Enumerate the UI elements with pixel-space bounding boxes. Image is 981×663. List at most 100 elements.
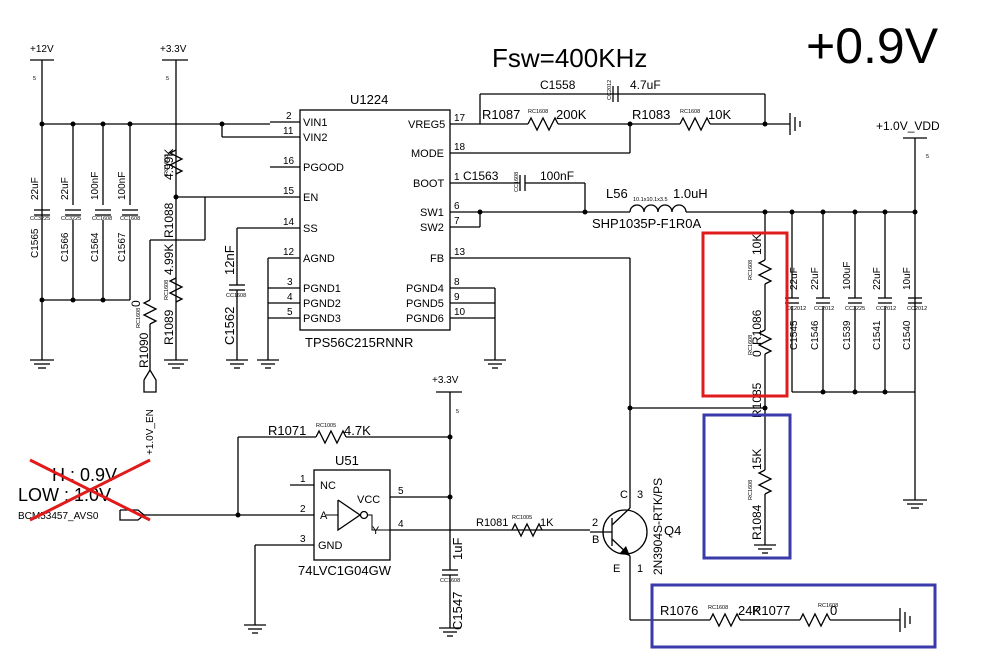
svg-text:RC1608: RC1608	[748, 335, 754, 355]
schematic-title: +0.9V	[806, 18, 939, 74]
svg-text:4.7K: 4.7K	[344, 423, 371, 438]
rail-12v-label: +12V	[30, 44, 54, 55]
svg-text:Q4: Q4	[664, 523, 681, 538]
svg-text:R1083: R1083	[632, 107, 670, 122]
svg-text:C1558: C1558	[540, 78, 576, 92]
svg-text:RC1608: RC1608	[528, 109, 548, 115]
svg-text:200K: 200K	[556, 107, 587, 122]
svg-text:C1563: C1563	[463, 169, 499, 183]
svg-text:CC2012: CC2012	[907, 306, 927, 312]
u1224-pin-name: PGOOD	[303, 162, 344, 174]
svg-text:0: 0	[750, 350, 764, 357]
u1224-pin-name: VREG5	[408, 119, 445, 131]
svg-text:RC1005: RC1005	[512, 515, 532, 521]
u1224-pin-num: 12	[283, 247, 295, 258]
svg-text:10.1x10.1x3.5: 10.1x10.1x3.5	[633, 197, 668, 203]
svg-text:L56: L56	[606, 186, 628, 201]
svg-text:0: 0	[129, 300, 143, 307]
svg-text:22uF: 22uF	[810, 267, 821, 290]
svg-text:5: 5	[926, 154, 929, 160]
u1224-pin-name: SW1	[420, 207, 444, 219]
svg-text:2N3904S-RTK/PS: 2N3904S-RTK/PS	[651, 478, 665, 575]
svg-text:CC1608: CC1608	[92, 216, 112, 222]
u1224-pin-num: 13	[454, 247, 466, 258]
svg-text:12nF: 12nF	[222, 245, 237, 275]
svg-text:CC1608: CC1608	[226, 293, 246, 299]
svg-text:R1086: R1086	[750, 309, 764, 345]
svg-text:RC1005: RC1005	[316, 423, 336, 429]
u1224-ref: U1224	[350, 92, 388, 107]
u1224-part: TPS56C215RNNR	[305, 335, 413, 350]
offset-resistors: R1076 24K RC1608 R1077 0 RC1608	[630, 603, 911, 632]
svg-text:C1546: C1546	[810, 320, 821, 350]
svg-text:24K: 24K	[738, 603, 761, 618]
svg-text:NC: NC	[320, 480, 336, 492]
svg-text:4.7uF: 4.7uF	[630, 78, 661, 92]
u1224-pin-name: PGND3	[303, 313, 341, 325]
input-section: +12V 5 +3.3V 5 22uF C1565 CC3225 2	[30, 44, 279, 455]
svg-text:CC3225: CC3225	[30, 216, 50, 222]
u1224-pin-name: AGND	[303, 253, 335, 265]
u1224-pin-name: PGND6	[406, 313, 444, 325]
u1224-pin-name: SW2	[420, 222, 444, 234]
u1224-pin-num: 18	[454, 142, 466, 153]
u1224-pin-num: 6	[454, 201, 460, 212]
svg-text:C1540: C1540	[902, 320, 913, 350]
svg-text:RC1608: RC1608	[748, 480, 754, 500]
svg-text:CC2012: CC2012	[814, 306, 834, 312]
svg-text:C1566: C1566	[60, 232, 71, 262]
svg-text:1: 1	[300, 474, 306, 485]
svg-text:3: 3	[637, 489, 643, 501]
u1224-pin-num: 8	[454, 277, 460, 288]
svg-text:C1562: C1562	[222, 307, 237, 345]
svg-text:1.0uH: 1.0uH	[673, 186, 708, 201]
feedback-divider: R1086 10K RC1608 R1085 0 RC1608 R1084 15…	[627, 212, 776, 554]
svg-text:R1088: R1088	[162, 202, 176, 238]
svg-text:CC2012: CC2012	[786, 306, 806, 312]
u1224-pin-num: 7	[454, 216, 460, 227]
svg-text:22uF: 22uF	[30, 177, 41, 200]
u1224-pin-num: 9	[454, 292, 460, 303]
svg-text:3: 3	[300, 534, 306, 545]
u51-inverter: U51 74LVC1G04GW 1 NC 2 A 3 GND 5 VCC 4 Y	[150, 453, 590, 634]
u1224-pin-name: SS	[303, 223, 318, 235]
svg-text:R1081: R1081	[476, 517, 508, 529]
u1224-pin-num: 3	[287, 277, 293, 288]
svg-text:C: C	[620, 489, 628, 501]
u1224-pin-num: 16	[283, 156, 295, 167]
svg-text:C1541: C1541	[872, 320, 883, 350]
u1224-right-pins: 17 VREG5 18 MODE 1 BOOT 6 SW1 7 SW2 13 F…	[406, 113, 630, 325]
u1224-pin-num: 10	[454, 307, 466, 318]
svg-text:R1077: R1077	[752, 603, 790, 618]
u1224-pin-num: 14	[283, 217, 295, 228]
svg-text:100nF: 100nF	[540, 169, 574, 183]
svg-text:CC1608: CC1608	[514, 172, 520, 192]
pullup-section: +3.3V 5 R1071 4.7K RC1005 1uF C1547 CC16…	[235, 375, 554, 637]
svg-text:R1089: R1089	[162, 309, 176, 345]
svg-text:RC1608: RC1608	[818, 603, 838, 609]
svg-text:C1545: C1545	[789, 320, 800, 350]
u1224-pin-name: PGND2	[303, 298, 341, 310]
svg-text:1K: 1K	[540, 517, 554, 529]
svg-text:10K: 10K	[708, 107, 731, 122]
svg-text:5: 5	[456, 409, 459, 415]
svg-text:74LVC1G04GW: 74LVC1G04GW	[298, 563, 392, 578]
svg-text:0: 0	[830, 603, 837, 618]
rail-3v3-label: +3.3V	[160, 44, 187, 55]
u1224-pin-name: PGND5	[406, 298, 444, 310]
svg-text:100nF: 100nF	[117, 172, 128, 200]
u1224-pin-name: MODE	[411, 148, 444, 160]
svg-text:22uF: 22uF	[872, 267, 883, 290]
svg-text:1uF: 1uF	[450, 538, 465, 560]
u1224-pin-name: PGND1	[303, 283, 341, 295]
svg-text:4.99K: 4.99K	[162, 149, 176, 180]
svg-text:A: A	[320, 510, 328, 522]
highlight-box-blue-bottom	[650, 583, 937, 649]
highlight-box-red	[701, 231, 789, 398]
svg-text:22uF: 22uF	[60, 177, 71, 200]
svg-text:CC3225: CC3225	[61, 216, 81, 222]
rail-3v3-mid-label: +3.3V	[432, 375, 459, 386]
svg-text:CC1608: CC1608	[440, 578, 460, 584]
svg-text:VCC: VCC	[357, 494, 380, 506]
